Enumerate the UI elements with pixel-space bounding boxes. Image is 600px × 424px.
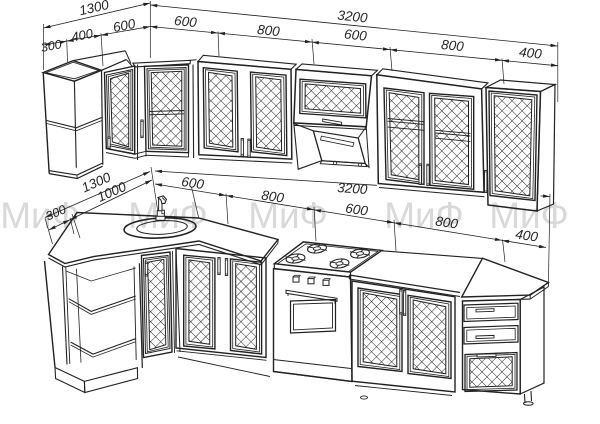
svg-text:600: 600 bbox=[112, 16, 137, 35]
svg-text:800: 800 bbox=[434, 214, 459, 232]
svg-text:600: 600 bbox=[343, 26, 367, 43]
svg-text:400: 400 bbox=[518, 44, 542, 61]
svg-text:МиФ: МиФ bbox=[384, 195, 464, 236]
svg-text:3200: 3200 bbox=[337, 180, 368, 197]
svg-text:600: 600 bbox=[173, 13, 197, 30]
svg-text:800: 800 bbox=[256, 22, 280, 39]
svg-text:600: 600 bbox=[180, 174, 205, 192]
svg-text:МиФ: МиФ bbox=[0, 195, 80, 236]
svg-text:800: 800 bbox=[440, 37, 464, 54]
svg-text:300: 300 bbox=[40, 37, 63, 55]
svg-text:400: 400 bbox=[70, 26, 95, 45]
svg-text:3200: 3200 bbox=[337, 8, 369, 26]
svg-text:МиФ: МиФ bbox=[489, 195, 569, 236]
svg-text:800: 800 bbox=[260, 188, 285, 206]
svg-text:600: 600 bbox=[344, 201, 369, 219]
svg-text:400: 400 bbox=[514, 227, 539, 245]
